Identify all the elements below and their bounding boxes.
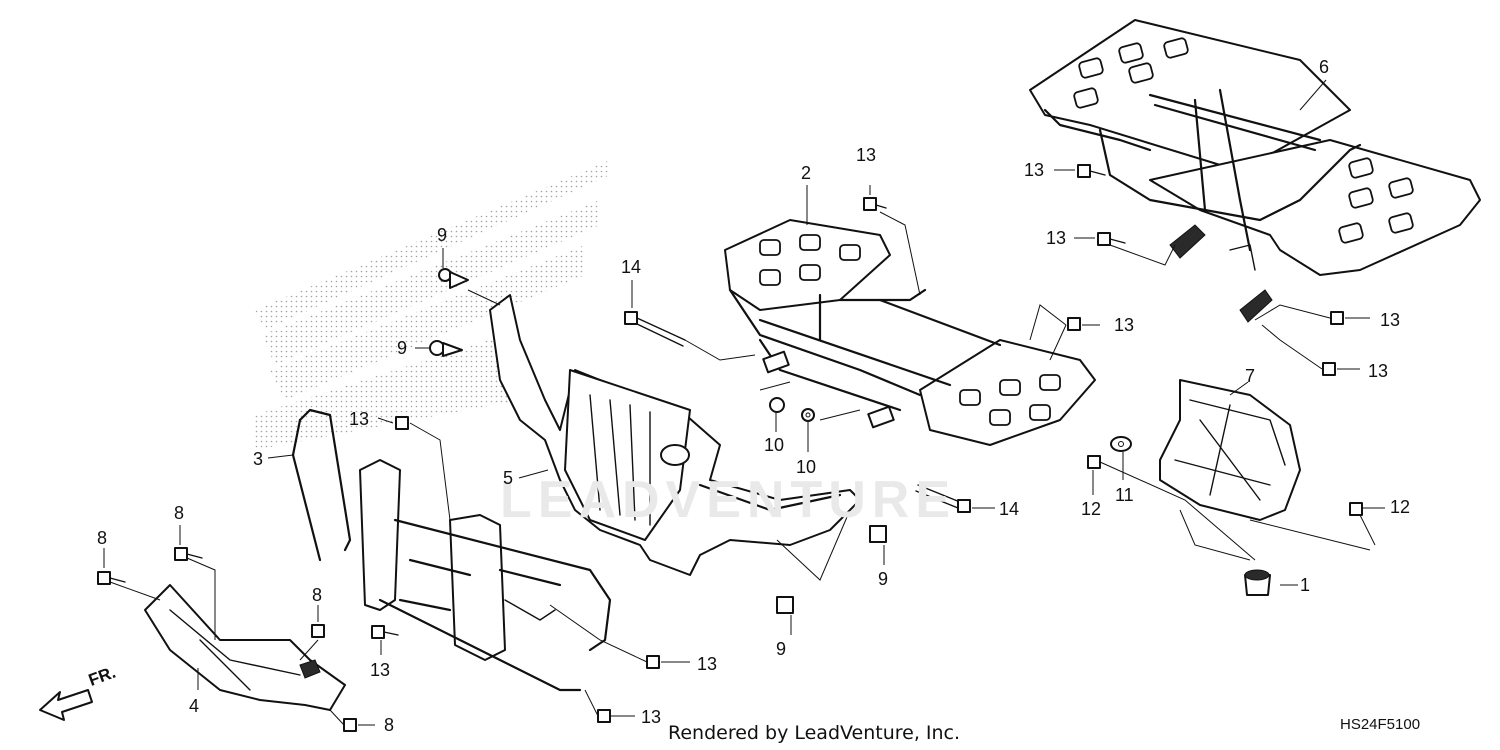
callout-14[interactable]: 14 — [999, 499, 1020, 519]
rear-carrier-part-6 — [1029, 19, 1481, 323]
callout-6[interactable]: 6 — [1319, 57, 1330, 77]
bolt-icon — [646, 655, 660, 669]
nut-icon — [769, 397, 785, 413]
wing-logo-shading — [255, 160, 610, 450]
callout-13[interactable]: 13 — [1046, 228, 1067, 248]
front-bumper-part-3 — [291, 408, 612, 692]
callout-9[interactable]: 9 — [776, 639, 787, 659]
callout-13[interactable]: 13 — [1380, 310, 1401, 330]
callout-1[interactable]: 1 — [1300, 575, 1311, 595]
bolt-icon — [1067, 317, 1081, 331]
callout-10[interactable]: 10 — [796, 457, 817, 477]
callout-10[interactable]: 10 — [764, 435, 785, 455]
front-direction-arrow-icon — [39, 689, 93, 721]
diagram-code: HS24F5100 — [1340, 716, 1421, 733]
callout-9[interactable]: 9 — [437, 225, 448, 245]
leader-lines — [103, 79, 1385, 726]
bolt-icon — [371, 625, 399, 639]
long-bolt-icon — [624, 311, 686, 347]
bolt-icon — [97, 571, 126, 585]
callout-3[interactable]: 3 — [253, 449, 264, 469]
callout-8[interactable]: 8 — [312, 585, 323, 605]
callout-2[interactable]: 2 — [801, 163, 812, 183]
callout-13[interactable]: 13 — [641, 707, 662, 727]
bolt-icon — [863, 197, 887, 211]
callout-9[interactable]: 9 — [397, 338, 408, 358]
callout-9[interactable]: 9 — [878, 569, 889, 589]
bolt-icon — [1322, 362, 1336, 376]
callout-12[interactable]: 12 — [1081, 499, 1102, 519]
bolt-icon — [597, 709, 611, 723]
callout-13[interactable]: 13 — [349, 409, 370, 429]
callout-13[interactable]: 13 — [697, 654, 718, 674]
watermark: LEADVENTURE — [500, 471, 957, 529]
callout-13[interactable]: 13 — [856, 145, 877, 165]
callout-12[interactable]: 12 — [1390, 497, 1411, 517]
callout-7[interactable]: 7 — [1245, 366, 1256, 386]
callout-8[interactable]: 8 — [97, 528, 108, 548]
rear-cover-part-7 — [1159, 379, 1301, 521]
grommet-icon — [1244, 569, 1271, 596]
callout-8[interactable]: 8 — [384, 715, 395, 735]
nut-icon — [801, 408, 815, 422]
nut-icon — [1087, 455, 1101, 469]
callout-13[interactable]: 13 — [1368, 361, 1389, 381]
rendered-by-footer: Rendered by LeadVenture, Inc. — [668, 722, 961, 744]
callout-13[interactable]: 13 — [1024, 160, 1045, 180]
callout-11[interactable]: 11 — [1115, 485, 1134, 505]
callout-13[interactable]: 13 — [1114, 315, 1135, 335]
front-skid-part-4 — [144, 584, 346, 711]
front-carrier-part-2 — [724, 219, 1096, 446]
callout-14[interactable]: 14 — [621, 257, 642, 277]
bolt-icon — [1077, 164, 1106, 178]
callout-5[interactable]: 5 — [503, 468, 514, 488]
callout-13[interactable]: 13 — [370, 660, 391, 680]
bolt-icon — [1330, 311, 1344, 325]
front-fender-part-5 — [489, 294, 861, 576]
bolt-icon — [395, 416, 409, 430]
fasteners — [97, 164, 1363, 732]
bolt-icon — [174, 547, 203, 561]
clip-icon — [869, 525, 887, 543]
callout-4[interactable]: 4 — [189, 696, 200, 716]
clip-icon — [776, 596, 794, 614]
clip-icon — [438, 268, 469, 289]
long-bolt-icon — [915, 484, 971, 513]
bolt-icon — [343, 718, 357, 732]
callout-8[interactable]: 8 — [174, 503, 185, 523]
bolt-icon — [1097, 232, 1126, 246]
nut-icon — [1349, 502, 1363, 516]
washer-icon — [1110, 436, 1132, 452]
bolt-icon — [311, 624, 325, 638]
